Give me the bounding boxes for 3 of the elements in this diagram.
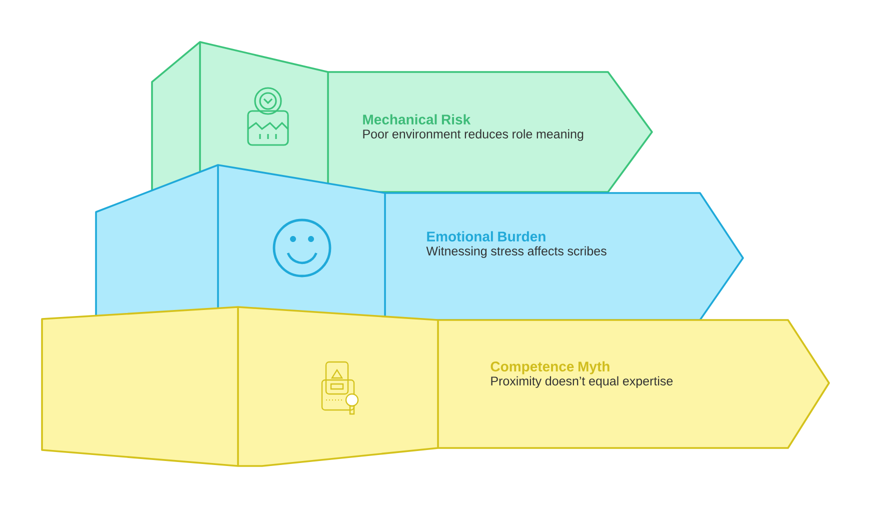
arrow-band: Mechanical Risk Poor environment reduces role meaning <box>151 41 653 193</box>
arrow-band: Emotional Burden Witnessing stress affects scribes <box>95 164 744 321</box>
arrow-band: Competence Myth Proximity doesn’t equal expertise <box>41 306 830 467</box>
